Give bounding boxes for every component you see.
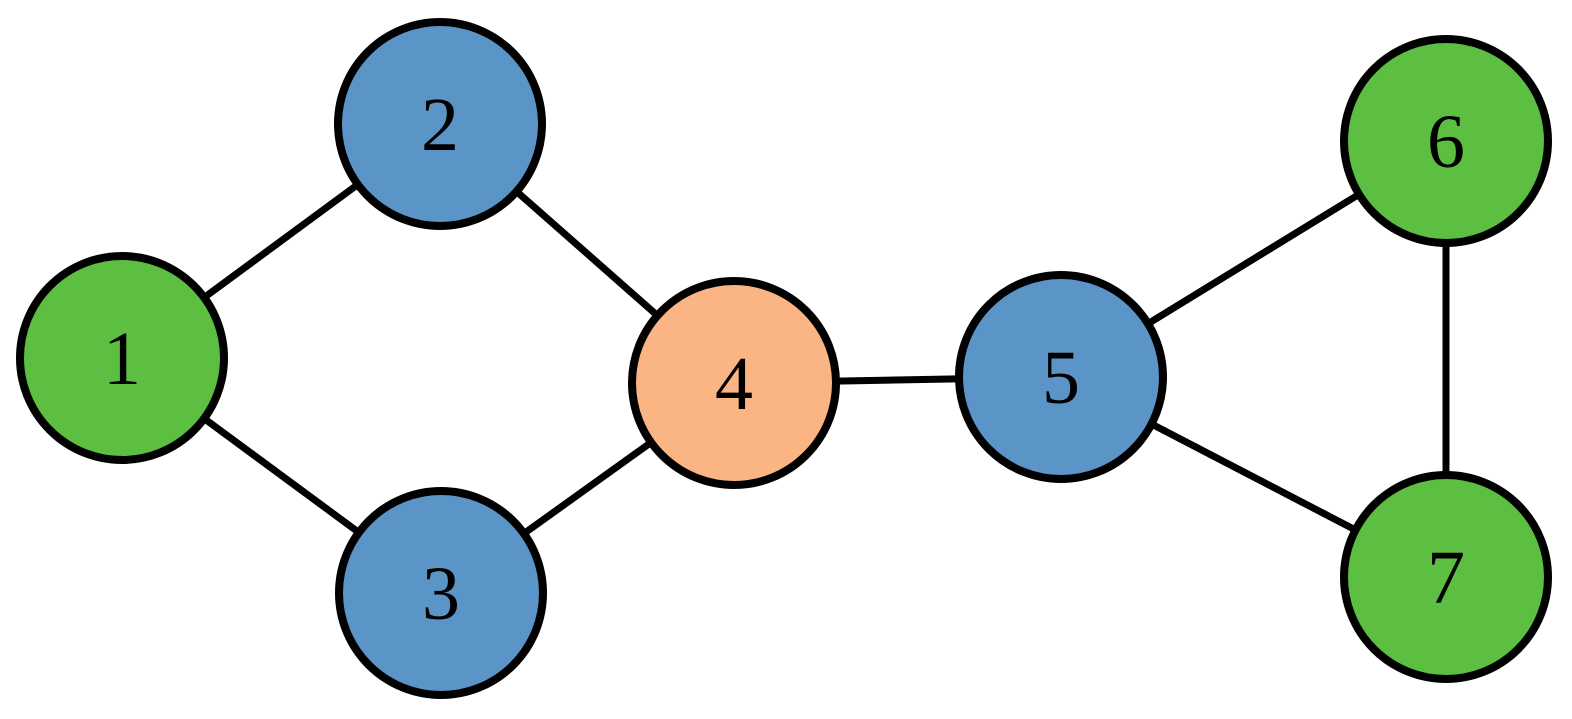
node-circle-6: [1340, 35, 1552, 247]
node-label-7: 7: [1427, 536, 1465, 620]
node-label-4: 4: [715, 342, 753, 426]
node-circle-1: [16, 252, 228, 464]
node-label-2: 2: [421, 83, 459, 167]
node-label-3: 3: [422, 552, 460, 636]
node-5: 5: [955, 271, 1167, 483]
node-circle-5: [955, 271, 1167, 483]
node-label-5: 5: [1042, 336, 1080, 420]
node-circle-2: [334, 18, 546, 230]
node-7: 7: [1340, 471, 1552, 683]
node-label-1: 1: [103, 317, 141, 401]
node-label-6: 6: [1427, 100, 1465, 184]
node-circle-3: [335, 487, 547, 699]
node-3: 3: [335, 487, 547, 699]
node-4: 4: [628, 277, 840, 489]
node-circle-4: [628, 277, 840, 489]
node-circle-7: [1340, 471, 1552, 683]
node-6: 6: [1340, 35, 1552, 247]
node-2: 2: [334, 18, 546, 230]
node-1: 1: [16, 252, 228, 464]
